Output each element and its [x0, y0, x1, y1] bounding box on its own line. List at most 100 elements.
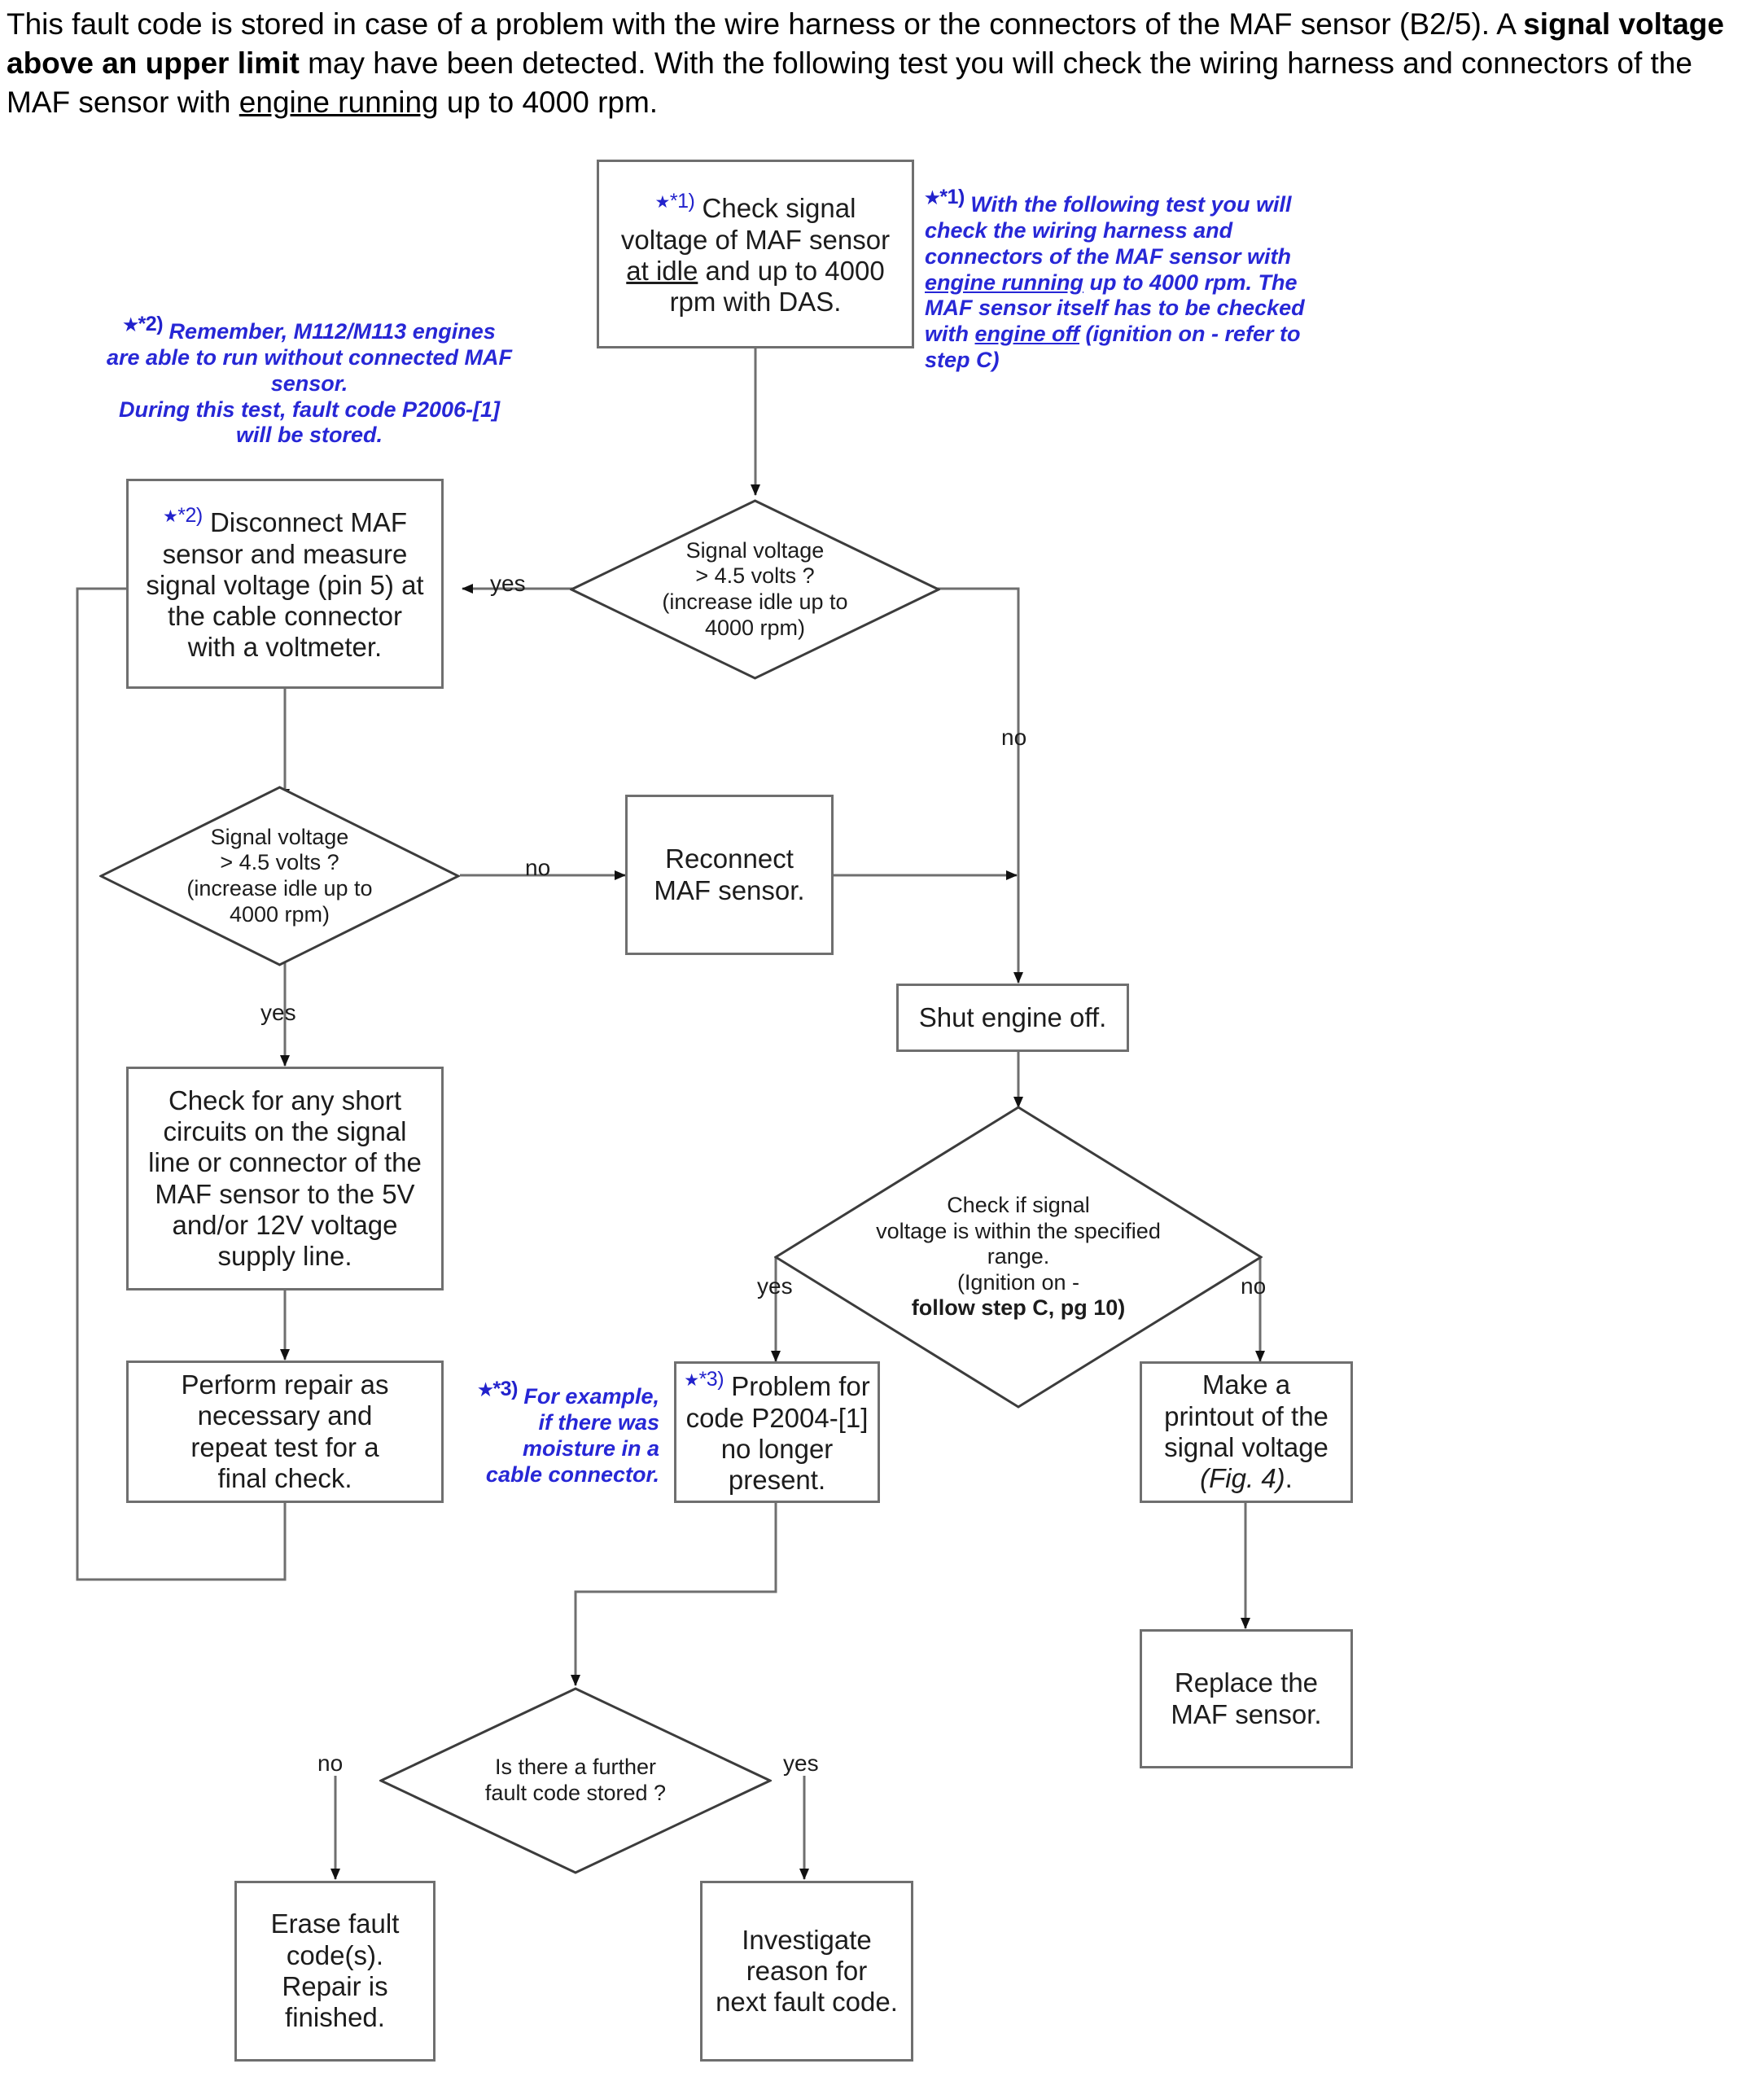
edge-label-d2-no: no — [525, 855, 551, 880]
make-printout-line3: signal voltage — [1164, 1432, 1328, 1462]
edge-label-d1-yes: yes — [490, 571, 526, 596]
note2-marker: *2) — [138, 313, 164, 335]
node-check-short-circuits: Check for any short circuits on the sign… — [126, 1067, 444, 1290]
intro-text-c: up to 4000 rpm. — [438, 85, 659, 120]
check-signal-line4: rpm with DAS. — [669, 287, 842, 318]
disconnect-line4: the cable connector — [167, 601, 402, 632]
decision-voltage-within-range: Check if signal voltage is within the sp… — [774, 1106, 1263, 1409]
investigate-line1: Investigate — [742, 1924, 872, 1955]
node-check-signal-voltage: ★*1) Check signal voltage of MAF sensor … — [597, 160, 914, 348]
node-perform-repair: Perform repair as necessary and repeat t… — [126, 1361, 444, 1503]
perform-repair-line4: final check. — [217, 1462, 352, 1493]
reconnect-line1: Reconnect — [665, 844, 794, 874]
check-signal-line2: voltage of MAF sensor — [620, 224, 891, 255]
problem-resolved-line4: present. — [728, 1465, 826, 1496]
node-erase-fault-codes: Erase fault code(s). Repair is finished. — [234, 1881, 436, 2062]
make-printout-line4-rest: . — [1285, 1463, 1293, 1494]
perform-repair-line1: Perform repair as — [181, 1369, 389, 1400]
intro-text-b: may have been detected. With the followi… — [7, 46, 1692, 120]
disconnect-line5: with a voltmeter. — [187, 632, 383, 663]
node-replace-maf-sensor: Replace the MAF sensor. — [1140, 1629, 1353, 1768]
short-circuits-line1: Check for any short — [168, 1085, 402, 1115]
decision-signal-voltage-2: Signal voltage > 4.5 volts ? (increase i… — [99, 786, 460, 966]
intro-text-a: This fault code is stored in case of a p… — [7, 7, 1524, 41]
disconnect-line2: sensor and measure — [162, 538, 408, 569]
node-investigate-reason: Investigate reason for next fault code. — [700, 1881, 913, 2062]
node-make-printout: Make a printout of the signal voltage (F… — [1140, 1361, 1353, 1503]
problem-resolved-line1: Problem for — [731, 1371, 870, 1402]
annotation-note-3: ★*3) For example, if there was moisture … — [478, 1378, 659, 1487]
note2-text-2: During this test, fault code P2006-[1] w… — [118, 397, 501, 448]
edge-label-d3-yes: yes — [757, 1273, 793, 1299]
problem-resolved-line2: code P2004-[1] — [685, 1402, 869, 1433]
intro-underline-phrase: engine running — [239, 85, 439, 120]
edge-label-d2-yes: yes — [260, 1000, 296, 1025]
edge-label-d1-no: no — [1001, 725, 1027, 750]
decision2-line2: > 4.5 volts ? — [220, 850, 339, 875]
check-signal-line1: Check signal — [702, 193, 856, 224]
note1-underline-1: engine running — [925, 269, 1083, 295]
make-printout-line1: Make a — [1202, 1369, 1291, 1400]
perform-repair-line2: necessary and — [197, 1400, 373, 1431]
replace-maf-line2: MAF sensor. — [1171, 1698, 1322, 1729]
note1-text-3: (ignition on - refer to step C) — [925, 322, 1301, 373]
decision4-line1: Is there a further — [494, 1755, 657, 1780]
intro-paragraph: This fault code is stored in case of a p… — [7, 5, 1732, 122]
decision3-line1: Check if signal — [947, 1193, 1090, 1218]
disconnect-line3: signal voltage (pin 5) at — [146, 569, 424, 600]
decision2-line4: 4000 rpm) — [229, 901, 330, 927]
note1-marker: *1) — [939, 186, 965, 208]
check-signal-marker: *1) — [669, 190, 695, 213]
shut-engine-off-label: Shut engine off. — [918, 1001, 1107, 1032]
problem-resolved-line3: no longer — [720, 1434, 834, 1464]
replace-maf-line1: Replace the — [1174, 1667, 1319, 1698]
disconnect-line1: Disconnect MAF — [209, 507, 408, 538]
decision1-line2: > 4.5 volts ? — [695, 563, 815, 589]
reconnect-line2: MAF sensor. — [654, 874, 805, 905]
note1-underline-2: engine off — [974, 322, 1080, 347]
decision4-line2: fault code stored ? — [484, 1781, 667, 1805]
note1-text-2: up to 4000 rpm. The MAF sensor itself ha… — [925, 269, 1305, 347]
decision3-line4: (Ignition on - — [956, 1269, 1080, 1295]
perform-repair-line3: repeat test for a — [190, 1431, 379, 1462]
erase-line3: Repair is — [282, 1971, 388, 2001]
intro-bold-phrase: signal voltage above an upper limit — [7, 7, 1724, 81]
short-circuits-line5: and/or 12V voltage — [172, 1209, 398, 1240]
check-signal-line3-rest: and up to 4000 — [698, 256, 885, 286]
decision3-line2: voltage is within the specified — [876, 1218, 1161, 1243]
decision1-line1: Signal voltage — [685, 537, 825, 563]
node-disconnect-maf-sensor: ★*2) Disconnect MAF sensor and measure s… — [126, 479, 444, 689]
edge-label-d3-no: no — [1241, 1273, 1267, 1299]
investigate-line2: reason for — [746, 1955, 868, 1986]
note2-text-1: Remember, M112/M113 engines are able to … — [106, 319, 513, 396]
investigate-line3: next fault code. — [716, 1987, 898, 2018]
node-problem-no-longer-present: ★*3) Problem for code P2004-[1] no longe… — [674, 1361, 880, 1503]
decision2-line1: Signal voltage — [210, 824, 349, 849]
note3-marker: *3) — [492, 1378, 518, 1400]
decision-signal-voltage-1: Signal voltage > 4.5 volts ? (increase i… — [570, 499, 940, 680]
node-reconnect-maf-sensor: Reconnect MAF sensor. — [625, 795, 834, 955]
make-printout-line2: printout of the — [1164, 1400, 1328, 1431]
annotation-note-2: ★*2) Remember, M112/M113 engines are abl… — [106, 313, 513, 448]
check-signal-line3-underlined: at idle — [626, 256, 698, 286]
problem-resolved-marker: *3) — [698, 1368, 724, 1391]
erase-line1: Erase fault — [270, 1908, 400, 1939]
note1-text-1: With the following test you will check t… — [925, 192, 1292, 269]
short-circuits-line2: circuits on the signal — [163, 1115, 407, 1146]
edge-label-d4-yes: yes — [783, 1751, 819, 1776]
decision1-line3: (increase idle up to — [662, 589, 848, 614]
short-circuits-line3: line or connector of the — [148, 1147, 422, 1178]
make-printout-figure-ref: (Fig. 4) — [1200, 1463, 1285, 1494]
erase-line4: finished. — [285, 2002, 385, 2033]
decision1-line4: 4000 rpm) — [704, 615, 806, 640]
note3-text-1: For example, if there was moisture in a … — [485, 1384, 659, 1487]
short-circuits-line6: supply line. — [217, 1241, 352, 1272]
short-circuits-line4: MAF sensor to the 5V — [155, 1178, 415, 1209]
annotation-note-1: ★*1) With the following test you will ch… — [925, 186, 1305, 373]
decision3-line5-bold: follow step C, pg 10) — [911, 1295, 1126, 1321]
decision3-line3: range. — [987, 1244, 1050, 1269]
erase-line2: code(s). — [286, 1939, 384, 1970]
edge-label-d4-no: no — [317, 1751, 344, 1776]
